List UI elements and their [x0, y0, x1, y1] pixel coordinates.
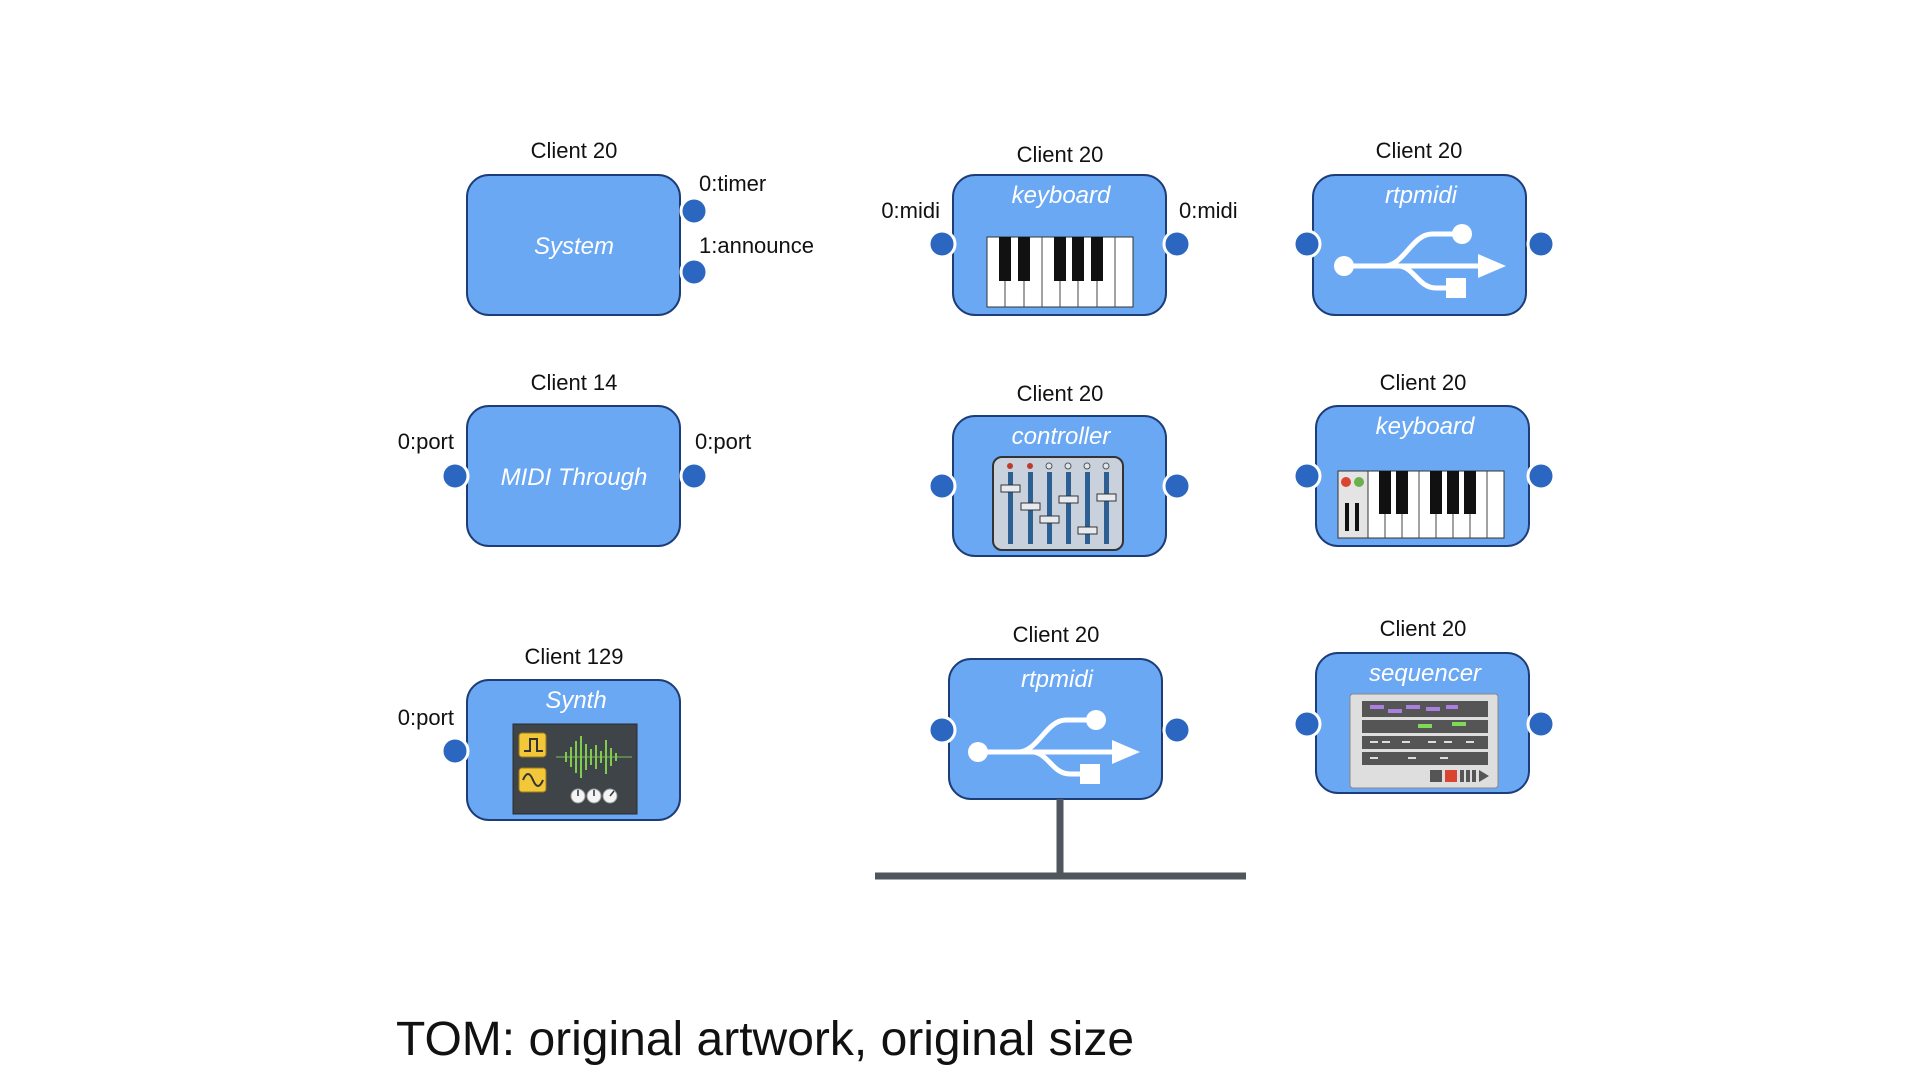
input-port[interactable] [927, 715, 957, 745]
port-label: 1:announce [699, 233, 814, 258]
node-rtpmidi-network[interactable]: Client 20 rtpmidi [927, 622, 1192, 800]
mixer-faders-icon [992, 456, 1124, 551]
client-label: Client 20 [1376, 138, 1463, 163]
port-label: 0:port [398, 705, 454, 730]
client-label: Client 20 [531, 138, 618, 163]
sequencer-window-icon [1349, 693, 1499, 789]
output-port[interactable] [679, 196, 709, 226]
output-port[interactable] [1162, 715, 1192, 745]
node-title: rtpmidi [1385, 182, 1458, 209]
port-label: 0:midi [1179, 198, 1238, 223]
input-port[interactable] [1292, 461, 1322, 491]
client-label: Client 14 [531, 370, 618, 395]
input-port[interactable] [1292, 229, 1322, 259]
client-label: Client 129 [524, 644, 623, 669]
node-box[interactable] [466, 174, 681, 316]
node-title: System [534, 233, 614, 260]
client-label: Client 20 [1380, 370, 1467, 395]
output-port[interactable] [1162, 471, 1192, 501]
output-port[interactable] [1526, 461, 1556, 491]
node-title: rtpmidi [1021, 666, 1094, 693]
client-label: Client 20 [1013, 622, 1100, 647]
node-title: keyboard [1376, 413, 1475, 440]
input-port[interactable] [1292, 709, 1322, 739]
node-title: controller [1012, 423, 1112, 450]
caption: TOM: original artwork, original size [396, 1013, 1135, 1066]
input-port[interactable] [927, 471, 957, 501]
input-port[interactable] [440, 461, 470, 491]
output-port[interactable] [679, 461, 709, 491]
output-port[interactable] [1526, 229, 1556, 259]
node-rtpmidi[interactable]: Client 20 rtpmidi [1292, 138, 1556, 316]
keyboard-controller-icon [1337, 470, 1505, 539]
output-port[interactable] [679, 257, 709, 287]
client-label: Client 20 [1017, 381, 1104, 406]
network-connector [875, 799, 1246, 880]
node-title: sequencer [1369, 660, 1482, 687]
node-sequencer[interactable]: Client 20 sequencer [1292, 616, 1556, 794]
node-controller[interactable]: Client 20 controller [927, 381, 1192, 557]
client-label: Client 20 [1380, 616, 1467, 641]
input-port[interactable] [927, 229, 957, 259]
output-port[interactable] [1162, 229, 1192, 259]
piano-keys-icon [986, 236, 1134, 308]
port-label: 0:timer [699, 171, 766, 196]
node-title: Synth [545, 687, 606, 714]
node-title: MIDI Through [501, 464, 648, 491]
input-port[interactable] [440, 736, 470, 766]
node-keyboard[interactable]: Client 20 keyboard [1292, 370, 1556, 547]
port-label: 0:midi [881, 198, 940, 223]
client-label: Client 20 [1017, 142, 1104, 167]
synth-panel-icon [512, 723, 638, 815]
node-midi-through[interactable]: Client 14 MIDI Through 0:port 0:port [398, 370, 752, 547]
output-port[interactable] [1526, 709, 1556, 739]
port-label: 0:port [398, 429, 454, 454]
node-system[interactable]: Client 20 System 0:timer 1:announce [466, 138, 814, 316]
port-label: 0:port [695, 429, 751, 454]
node-keyboard-midi[interactable]: Client 20 keyboard 0:midi 0:midi [881, 142, 1238, 316]
node-synth[interactable]: Client 129 Synth 0:port [398, 644, 681, 821]
node-title: keyboard [1012, 182, 1111, 209]
